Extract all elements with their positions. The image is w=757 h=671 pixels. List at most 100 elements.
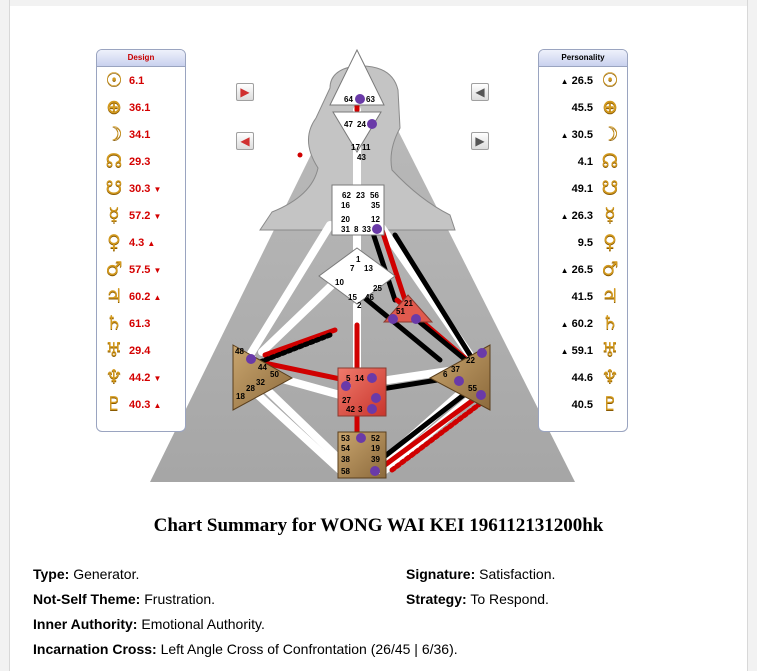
gate-51: 51 (396, 307, 405, 316)
mercury-icon: ☿ (108, 204, 120, 226)
personality-row-moon: ☽▲ 30.5 (539, 121, 627, 148)
design-row-moon: ☽ 34.1 (97, 121, 185, 148)
personality-sun-value: ▲ 26.5 (561, 74, 593, 89)
arrow-right-icon: ▶ (475, 134, 485, 148)
gate-58: 58 (341, 467, 350, 476)
personality-earth-value: 45.5 (572, 101, 593, 116)
personality-row-north-node: ☊ 4.1 (539, 148, 627, 175)
gate-line-value: 41.5 (571, 291, 593, 303)
inner-authority-line: Inner Authority: Emotional Authority. (33, 615, 265, 633)
direction-arrow-icon: ▲ (153, 293, 162, 302)
strategy-label: Strategy: (406, 591, 467, 607)
gate-line-value: 45.5 (571, 102, 593, 114)
personality-header: Personality (539, 50, 627, 67)
saturn-icon: ♄ (105, 312, 123, 334)
gate-35: 35 (371, 201, 380, 210)
gate-2: 2 (357, 301, 362, 310)
uranus-icon: ♅ (601, 339, 619, 361)
gate-7: 7 (350, 264, 355, 273)
gate-38: 38 (341, 455, 350, 464)
gate-12: 12 (371, 215, 380, 224)
g-center (318, 247, 396, 305)
cross-label: Incarnation Cross: (33, 641, 157, 657)
south-node-icon: ☋ (601, 177, 619, 199)
design-panel: Design ☉6.1 ⊕36.1 ☽34.1 ☊29.3 ☋30.3 ▼☿57… (96, 49, 186, 432)
direction-arrow-icon: ▼ (153, 212, 162, 221)
personality-row-mercury: ☿▲ 26.3 (539, 202, 627, 229)
jupiter-icon: ♃ (105, 285, 123, 307)
gate-13: 13 (364, 264, 373, 273)
gate-48: 48 (235, 347, 244, 356)
personality-row-sun: ☉▲ 26.5 (539, 67, 627, 94)
design-pluto-value: 40.3 ▲ (129, 398, 161, 413)
gate-line-value: 57.2 (129, 210, 151, 222)
gate-42: 42 (346, 405, 355, 414)
head-center (329, 48, 385, 106)
gate-15: 15 (348, 293, 357, 302)
gate-46: 46 (365, 293, 374, 302)
gate-activation-dots (246, 94, 487, 476)
gate-line-value: 60.2 (571, 318, 593, 330)
design-row-south-node: ☋ 30.3 ▼ (97, 175, 185, 202)
gate-6: 6 (443, 370, 448, 379)
design-earth-value: 36.1 (129, 101, 150, 116)
earth-icon: ⊕ (602, 96, 618, 118)
direction-arrow-icon: ▲ (560, 77, 569, 86)
gate-31: 31 (341, 225, 350, 234)
authority-label: Inner Authority: (33, 616, 138, 632)
gate-line-value: 40.3 (129, 399, 151, 411)
personality-forward-button[interactable]: ▶ (471, 132, 489, 150)
type-value: Generator. (69, 566, 140, 582)
gate-28: 28 (246, 384, 255, 393)
signature-label: Signature: (406, 566, 476, 582)
design-header: Design (97, 50, 185, 67)
direction-arrow-icon: ▲ (147, 239, 156, 248)
gate-1: 1 (356, 255, 361, 264)
moon-icon: ☽ (105, 123, 123, 145)
design-row-jupiter: ♃ 60.2 ▲ (97, 283, 185, 310)
cross-value: Left Angle Cross of Confrontation (26/45… (156, 641, 458, 657)
personality-panel: Personality ☉▲ 26.5⊕ 45.5 ☽▲ 30.5☊ 4.1☋ 4… (538, 49, 628, 432)
gate-44: 44 (258, 363, 267, 372)
pluto-icon: ♇ (601, 393, 619, 415)
personality-row-jupiter: ♃ 41.5 (539, 283, 627, 310)
personality-pluto-value: 40.5 (572, 398, 593, 413)
gate-line-value: 36.1 (129, 102, 151, 114)
personality-moon-value: ▲ 30.5 (561, 128, 593, 143)
design-moon-value: 34.1 (129, 128, 150, 143)
design-row-sun: ☉6.1 (97, 67, 185, 94)
design-saturn-value: 61.3 (129, 317, 150, 332)
direction-arrow-icon: ▼ (153, 266, 162, 275)
design-forward-button[interactable]: ▶ (236, 83, 254, 101)
design-row-north-node: ☊ 29.3 (97, 148, 185, 175)
design-south-node-value: 30.3 ▼ (129, 182, 161, 197)
personality-back-button[interactable]: ◀ (471, 83, 489, 101)
sun-icon: ☉ (105, 69, 123, 91)
arrow-left-icon: ◀ (475, 85, 485, 99)
design-row-pluto: ♇40.3 ▲ (97, 391, 185, 418)
personality-row-uranus: ♅▲ 59.1 (539, 337, 627, 364)
design-jupiter-value: 60.2 ▲ (129, 290, 161, 305)
gate-63: 63 (366, 95, 375, 104)
design-north-node-value: 29.3 (129, 155, 150, 170)
south-node-icon: ☋ (105, 177, 123, 199)
gate-line-value: 44.6 (571, 372, 593, 384)
gate-55: 55 (468, 384, 477, 393)
gate-line-value: 29.4 (129, 345, 151, 357)
gate-47: 47 (344, 120, 353, 129)
mars-icon: ♂ (601, 258, 619, 280)
gate-17: 17 (351, 143, 360, 152)
gate-39: 39 (371, 455, 380, 464)
gate-22: 22 (466, 356, 475, 365)
personality-mercury-value: ▲ 26.3 (561, 209, 593, 224)
gate-line-value: 29.3 (129, 156, 151, 168)
design-neptune-value: 44.2 ▼ (129, 371, 161, 386)
gate-53: 53 (341, 434, 350, 443)
north-node-icon: ☊ (105, 150, 123, 172)
gate-50: 50 (270, 370, 279, 379)
personality-row-pluto: ♇ 40.5 (539, 391, 627, 418)
gate-line-value: 4.1 (577, 156, 593, 168)
gate-37: 37 (451, 365, 460, 374)
gate-line-value: 4.3 (129, 237, 145, 249)
design-back-button[interactable]: ◀ (236, 132, 254, 150)
